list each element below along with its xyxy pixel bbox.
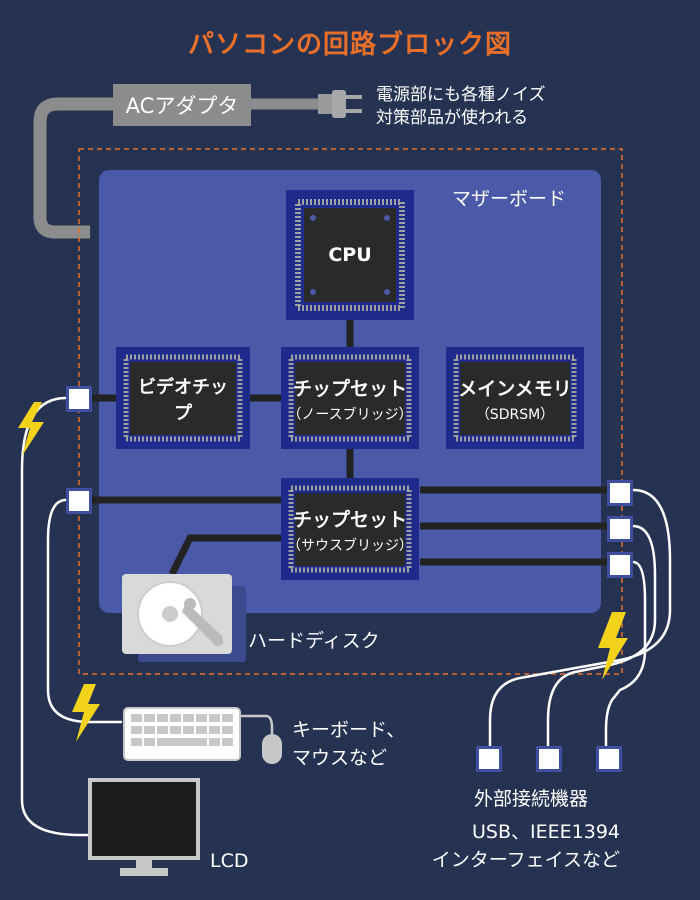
device-cables <box>20 396 672 837</box>
northbridge-sub-text: （ノースブリッジ） <box>287 406 413 423</box>
external-device-port-2 <box>536 746 562 772</box>
ac-adapter: ACアダプタ <box>113 84 251 126</box>
page-title: パソコンの回路ブロック図 <box>187 30 512 60</box>
memory-sub-text: （SDRSM） <box>475 406 555 423</box>
northbridge-label-text: チップセット <box>292 377 407 400</box>
video-chip-label: ビデオチップ <box>130 362 236 435</box>
memory-label: メインメモリ （SDRSM） <box>446 362 584 435</box>
hard-disk-label: ハードディスク <box>248 630 380 652</box>
plug-icon <box>318 90 362 118</box>
southbridge-sub-text: （サウスブリッジ） <box>287 537 413 554</box>
external-devices-sub-line1: USB、IEEE1394 <box>472 821 620 843</box>
mouse-icon <box>240 714 282 764</box>
hard-disk-icon <box>122 574 246 662</box>
adapter-note-line2: 対策部品が使われる <box>376 108 529 128</box>
keyboard-icon <box>123 707 241 761</box>
cpu-label-text: CPU <box>328 244 372 266</box>
external-devices-sub: USB、IEEE1394 インターフェイスなど <box>432 818 620 874</box>
memory-chip <box>446 347 584 449</box>
memory-label-text: メインメモリ <box>458 377 572 400</box>
external-devices-label: 外部接続機器 <box>474 788 589 810</box>
southbridge-port <box>66 488 92 514</box>
video-chip <box>116 347 250 449</box>
southbridge-label: チップセット （サウスブリッジ） <box>281 493 419 566</box>
northbridge-chip <box>281 347 419 449</box>
noise-lightning-icon <box>72 684 100 742</box>
keyboard-label: キーボード、 マウスなど <box>292 716 405 772</box>
keyboard-label-line2: マウスなど <box>292 747 388 769</box>
external-port-3 <box>607 552 633 578</box>
lcd-label: LCD <box>210 850 249 872</box>
noise-lightning-icon <box>18 402 44 456</box>
lcd-monitor-icon <box>88 778 200 876</box>
external-device-port-3 <box>596 746 622 772</box>
southbridge-label-text: チップセット <box>292 508 407 531</box>
cpu-label: CPU <box>304 208 396 302</box>
board-wires <box>90 320 608 576</box>
external-device-port-1 <box>476 746 502 772</box>
power-cable <box>33 97 113 239</box>
keyboard-label-line1: キーボード、 <box>292 719 406 741</box>
adapter-note: 電源部にも各種ノイズ 対策部品が使われる <box>376 84 546 130</box>
external-devices-sub-line2: インターフェイスなど <box>431 849 620 871</box>
external-port-2 <box>607 516 633 542</box>
video-port <box>66 386 92 412</box>
video-chip-label-text: ビデオチップ <box>138 376 228 424</box>
northbridge-label: チップセット （ノースブリッジ） <box>281 362 419 435</box>
external-port-1 <box>607 480 633 506</box>
noise-lightning-icon <box>598 612 628 680</box>
motherboard-label: マザーボード <box>452 188 567 210</box>
southbridge-chip <box>281 478 419 580</box>
cpu-chip <box>286 190 414 320</box>
adapter-note-line1: 電源部にも各種ノイズ <box>376 85 546 105</box>
